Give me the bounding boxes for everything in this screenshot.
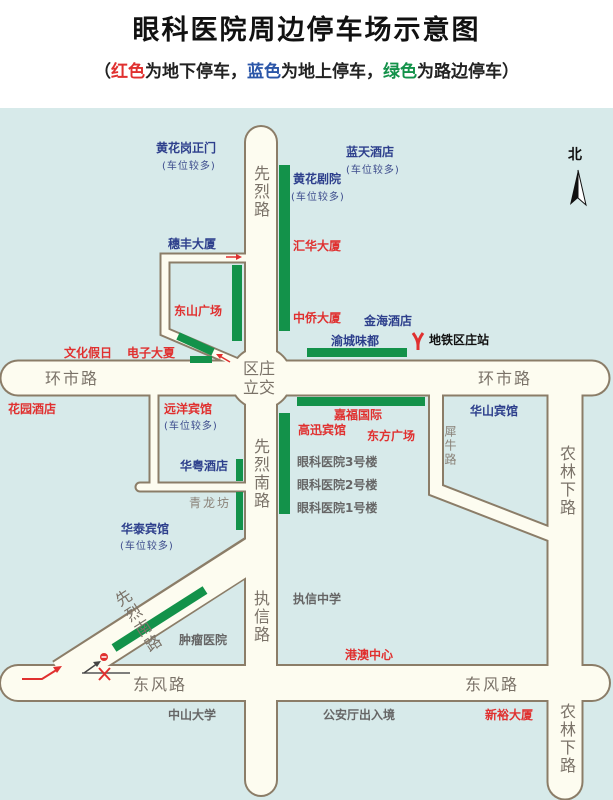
north-arrow-icon (570, 169, 587, 207)
place-suifeng: 穗丰大厦 (168, 237, 217, 251)
place-zhongqiao: 中侨大厦 (293, 311, 342, 325)
roadside-parking (111, 165, 425, 652)
compass-label: 北 (568, 147, 582, 163)
road-nonglin-south: 农林下路 (557, 703, 576, 775)
place-yuanyang: 远洋宾馆 (164, 402, 213, 416)
metro-icon (411, 332, 425, 350)
parking-bar (279, 413, 290, 514)
place-huayue: 华粤酒店 (180, 459, 229, 473)
place-dongfang: 东方广场 (367, 429, 416, 443)
place-huatai-note: (车位较多) (120, 541, 174, 552)
legend: （红色为地下停车，蓝色为地上停车，绿色为路边停车） (0, 57, 613, 82)
place-jiafu: 嘉福国际 (334, 408, 383, 422)
place-metro: 地铁区庄站 (429, 333, 490, 347)
parking-bar (176, 332, 215, 356)
place-yuanyang-note: (车位较多) (164, 421, 218, 432)
legend-blue: 蓝色 (247, 62, 281, 82)
legend-open: （ (94, 62, 111, 82)
place-huihua: 汇华大厦 (293, 239, 342, 253)
place-zhixin-school: 执信中学 (293, 592, 342, 606)
place-eye-building-1: 眼科医院1号楼 (297, 501, 378, 515)
place-gaoxun: 高迅宾馆 (298, 423, 347, 437)
place-wenhua: 文化假日 (64, 346, 113, 360)
arrows (22, 254, 242, 681)
road-huanshi-west: 环市路 (45, 369, 100, 388)
place-dianzi: 电子大夏 (127, 346, 176, 360)
parking-bar (236, 459, 243, 481)
parking-bar (236, 492, 243, 530)
place-lantian-note: (车位较多) (346, 165, 400, 176)
road-interchange-2: 立交 (243, 378, 276, 397)
page-title: 眼科医院周边停车场示意图 (132, 15, 481, 46)
road-xianlie-south: 先烈南路 (251, 438, 270, 510)
parking-bar (232, 265, 242, 341)
road-dongfeng-east: 东风路 (465, 675, 520, 694)
legend-green-text: 为路边停车 (417, 62, 502, 82)
place-huashan: 华山宾馆 (470, 404, 519, 418)
header: 眼科医院周边停车场示意图 （红色为地下停车，蓝色为地上停车，绿色为路边停车） (0, 0, 613, 108)
place-eye-building-3: 眼科医院3号楼 (297, 455, 378, 469)
place-dongshan: 东山广场 (174, 304, 223, 318)
road-interchange-1: 区庄 (243, 359, 276, 378)
place-huanghua-theatre: 黄花剧院 (293, 172, 342, 186)
place-huanghuagang: 黄花岗正门 (156, 141, 217, 155)
place-xinyu: 新裕大厦 (485, 708, 534, 722)
parking-bar (190, 356, 212, 363)
place-gangao: 港澳中心 (345, 648, 394, 662)
place-tumor-hospital: 肿瘤医院 (179, 633, 228, 647)
legend-blue-text: 为地上停车， (281, 62, 383, 82)
legend-red-text: 为地下停车， (145, 62, 247, 82)
place-eye-building-2: 眼科医院2号楼 (297, 478, 378, 492)
road-dongfeng-west: 东风路 (133, 675, 188, 694)
legend-red: 红色 (111, 62, 145, 82)
road-xianlie: 先烈路 (251, 165, 270, 219)
place-zhongshan: 中山大学 (168, 708, 217, 722)
place-jinhai: 金海酒店 (364, 314, 413, 328)
legend-close: ） (502, 62, 519, 82)
place-huanghuagang-note: (车位较多) (162, 161, 216, 172)
parking-bar (307, 348, 407, 357)
road-xiniu: 犀牛路 (443, 425, 457, 467)
road-zhixin: 执信路 (251, 590, 270, 644)
place-huatai: 华泰宾馆 (121, 522, 170, 536)
place-huayuan: 花园酒店 (8, 402, 57, 416)
road-fills (1, 127, 609, 799)
parking-bar (111, 586, 208, 652)
place-lantian: 蓝天酒店 (346, 145, 395, 159)
road-nonglin-north: 农林下路 (557, 445, 576, 517)
place-yucheng: 渝城味都 (331, 334, 380, 348)
road-qinglong: 青龙坊 (189, 496, 232, 510)
place-huanghua-theatre-note: (车位较多) (291, 192, 345, 203)
legend-green: 绿色 (383, 62, 417, 82)
road-huanshi-east: 环市路 (478, 369, 533, 388)
parking-bar (297, 397, 425, 406)
parking-bar (279, 165, 290, 331)
place-police: 公安厅出入境 (323, 708, 396, 722)
